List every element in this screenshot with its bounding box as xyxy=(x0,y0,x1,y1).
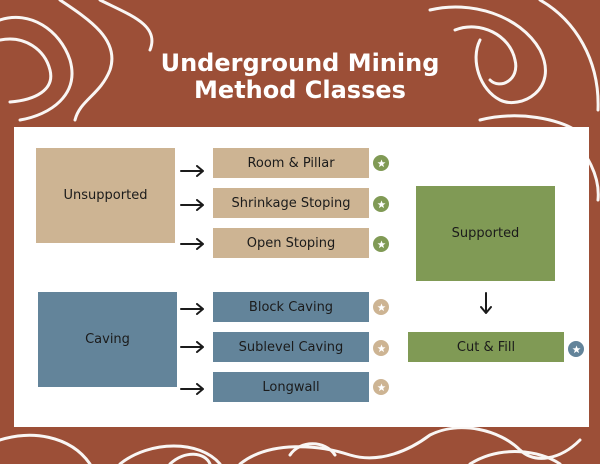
caving-label: Caving xyxy=(85,332,130,347)
star-icon xyxy=(376,158,386,167)
page-title: Underground Mining Method Classes xyxy=(0,50,600,104)
star-badge-cut-fill xyxy=(568,341,584,357)
title-line-1: Underground Mining xyxy=(160,49,440,77)
star-icon xyxy=(376,343,386,352)
star-badge-room-pillar xyxy=(373,155,389,171)
star-icon xyxy=(376,302,386,311)
method-room-pillar: Room & Pillar xyxy=(213,148,369,178)
star-badge-open-stoping xyxy=(373,236,389,252)
caving-group-box: Caving xyxy=(38,292,177,387)
supported-group-box: Supported xyxy=(416,186,555,281)
unsupported-label: Unsupported xyxy=(63,188,148,203)
title-line-2: Method Classes xyxy=(194,76,406,104)
star-icon xyxy=(376,199,386,208)
method-longwall-label: Longwall xyxy=(262,379,320,395)
method-longwall: Longwall xyxy=(213,372,369,402)
arrow-right-icon xyxy=(180,238,204,250)
star-badge-shrinkage-stoping xyxy=(373,196,389,212)
method-open-stoping-label: Open Stoping xyxy=(246,235,336,251)
star-badge-longwall xyxy=(373,379,389,395)
method-sublevel-caving: Sublevel Caving xyxy=(213,332,369,362)
star-icon xyxy=(376,382,386,391)
method-room-pillar-label: Room & Pillar xyxy=(247,155,335,171)
arrow-right-icon xyxy=(180,303,204,315)
star-icon xyxy=(571,344,581,353)
star-badge-block-caving xyxy=(373,299,389,315)
method-shrinkage-stoping: Shrinkage Stoping xyxy=(213,188,369,218)
arrow-right-icon xyxy=(180,165,204,177)
method-open-stoping: Open Stoping xyxy=(213,228,369,258)
arrow-right-icon xyxy=(180,341,204,353)
method-sublevel-caving-label: Sublevel Caving xyxy=(238,339,344,355)
method-cut-fill-label: Cut & Fill xyxy=(456,339,516,355)
method-block-caving: Block Caving xyxy=(213,292,369,322)
method-block-caving-label: Block Caving xyxy=(248,299,334,315)
star-badge-sublevel-caving xyxy=(373,340,389,356)
arrow-right-icon xyxy=(180,199,204,211)
star-icon xyxy=(376,239,386,248)
arrow-right-icon xyxy=(180,383,204,395)
supported-label: Supported xyxy=(451,226,520,241)
unsupported-group-box: Unsupported xyxy=(36,148,175,243)
arrow-down-icon xyxy=(480,292,492,314)
method-cut-fill: Cut & Fill xyxy=(408,332,564,362)
method-shrinkage-stoping-label: Shrinkage Stoping xyxy=(231,195,351,211)
